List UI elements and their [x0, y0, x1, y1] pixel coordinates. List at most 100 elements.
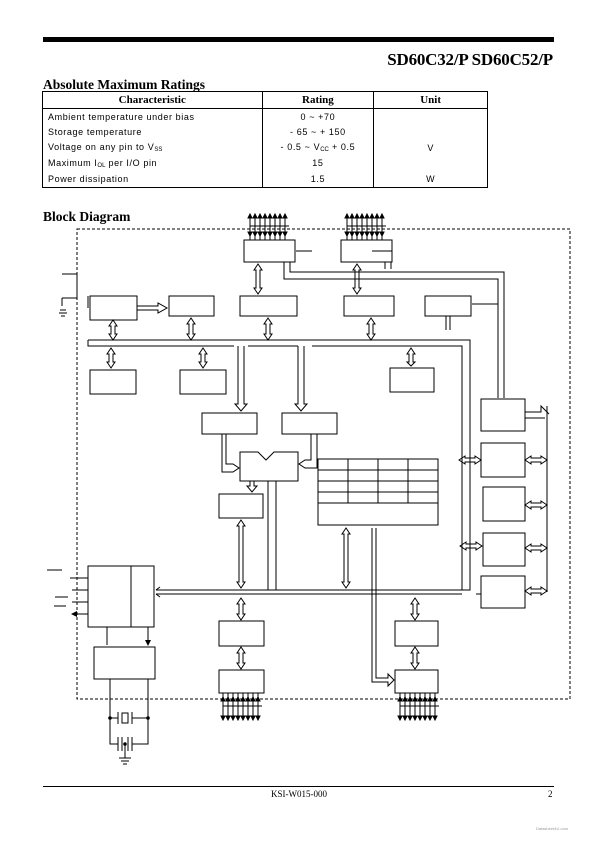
cell-rating: 15 [261, 155, 375, 171]
stub [384, 262, 392, 269]
table-row: Voltage on any pin to VSS - 0.5 ~ VCC + … [42, 140, 488, 156]
port0-latch-box [239, 295, 298, 317]
sfr-grid-lines [318, 459, 438, 504]
bus-down-arrow [233, 346, 249, 412]
chip-boundary [76, 228, 571, 700]
bidir-arrow [410, 646, 420, 670]
footer-page-number: 2 [548, 789, 553, 799]
ram-addr-register-box [89, 295, 138, 321]
bus-left-arrowhead [155, 586, 161, 598]
bidir-arrow [524, 455, 548, 465]
alu-box [239, 451, 299, 482]
tmp2-box [201, 412, 258, 435]
port2-latch-box [343, 295, 395, 317]
cell-characteristic: Maximum IOL per I/O pin [42, 155, 263, 171]
port0-top-pins [247, 212, 289, 240]
ram-box [168, 295, 215, 317]
page-header-title: SD60C32/P SD60C52/P [387, 50, 553, 69]
capacitors [109, 718, 149, 751]
bidir-arrow [352, 263, 362, 295]
alu-bus-lines [267, 481, 277, 590]
interrupt-box [482, 532, 526, 567]
port2-top-pins [344, 212, 386, 240]
block-diagram-heading: Block Diagram [43, 209, 131, 224]
bidir-arrow [524, 500, 548, 510]
b-register-box [89, 369, 137, 395]
col-characteristic: Characteristic [42, 91, 263, 109]
tmp2-to-alu [221, 434, 240, 473]
internal-bus [87, 339, 471, 591]
bidir-arrow [405, 347, 417, 367]
cell-rating: 1.5 [261, 171, 375, 188]
tmp1-box [281, 412, 338, 435]
oscillator-box [93, 646, 156, 680]
port2-bottom-latch-box [394, 620, 439, 647]
acc-box [179, 369, 227, 395]
cell-unit: V [373, 140, 488, 156]
bidir-arrow [236, 597, 246, 621]
bidir-arrow [253, 263, 263, 295]
port2-bottom-pins [397, 693, 439, 722]
top-rule [43, 37, 554, 42]
cell-characteristic: Ambient temperature under bias [42, 108, 263, 125]
control-pin-lines [47, 569, 68, 607]
port2-bottom-driver-box [394, 669, 439, 694]
psw-box [218, 493, 264, 519]
bidir-arrow [458, 455, 482, 465]
control-pin-arrows [70, 577, 88, 614]
cell-rating: - 0.5 ~ VCC + 0.5 [261, 140, 375, 156]
cell-rating: - 65 ~ + 150 [261, 124, 375, 140]
internal-bus-inner [248, 345, 463, 590]
cell-rating: 0 ~ +70 [261, 108, 375, 125]
timing-control-box [87, 565, 155, 628]
table-row: Storage temperature - 65 ~ + 150 [42, 124, 488, 140]
bidir-arrow [366, 317, 376, 341]
bidir-arrow [263, 317, 273, 341]
col-unit: Unit [373, 91, 488, 109]
absolute-maximum-ratings-table: Characteristic Rating Unit Ambient tempe… [42, 91, 488, 188]
table-row: Ambient temperature under bias 0 ~ +70 [42, 108, 488, 125]
bidir-arrow [341, 527, 351, 589]
stack-pointer-box [389, 367, 435, 393]
rom-down [445, 316, 451, 330]
bidir-arrow [524, 586, 548, 596]
table-row: Power dissipation 1.5 W [42, 171, 488, 188]
col-rating: Rating [261, 91, 375, 109]
port0-driver-box [243, 239, 296, 263]
bidir-arrow [198, 347, 208, 369]
right-loop-bus [283, 262, 505, 398]
port1-box [480, 398, 526, 432]
table-row: Maximum IOL per I/O pin 15 [42, 155, 488, 171]
ground-symbol [119, 744, 131, 765]
footer-doc-id: KSI-W015-000 [271, 789, 327, 799]
bottom-rule [43, 786, 554, 787]
bus-down-arrow [293, 346, 309, 412]
timer-box [480, 442, 526, 478]
bidir-arrow [524, 543, 548, 553]
bidir-arrow [106, 347, 116, 369]
bidir-arrow [236, 646, 246, 670]
timing-to-osc [106, 627, 148, 645]
port3-box [480, 575, 526, 609]
port0-bottom-driver-box [218, 669, 265, 694]
port1-right-line [525, 404, 550, 419]
table-header-row: Characteristic Rating Unit [42, 91, 488, 109]
cell-characteristic: Voltage on any pin to VSS [42, 140, 263, 156]
ram-addr-to-ram-arrow [137, 302, 169, 314]
bidir-arrow [108, 319, 118, 341]
bidir-arrow [236, 519, 246, 589]
vcc-vss-pins [59, 273, 78, 317]
cell-characteristic: Storage temperature [42, 124, 263, 140]
tmp1-to-alu [298, 434, 318, 469]
cell-characteristic: Power dissipation [42, 171, 263, 188]
alu-to-psw [245, 481, 259, 493]
cell-unit [373, 124, 488, 140]
port0-bottom-latch-box [218, 620, 265, 647]
cell-unit: W [373, 171, 488, 188]
crystal [109, 679, 149, 724]
rom-box [424, 295, 472, 317]
bidir-arrow [186, 317, 196, 341]
bidir-arrow [410, 597, 420, 621]
cell-unit [373, 155, 488, 171]
